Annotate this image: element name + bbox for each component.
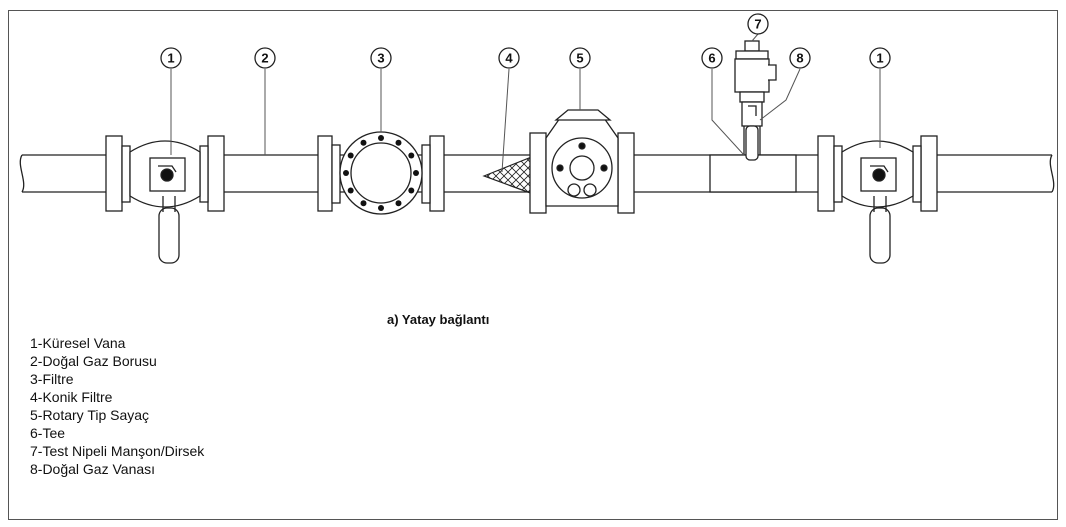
callout-circle xyxy=(498,47,520,69)
bolt-dot xyxy=(343,170,349,176)
bolt-dot xyxy=(408,187,415,194)
legend-item: 1-Küresel Vana xyxy=(30,335,126,351)
filter xyxy=(317,131,445,215)
callout-label: 3 xyxy=(377,51,384,66)
callout-label: 6 xyxy=(708,51,715,66)
callout-circle xyxy=(789,47,811,69)
callout-label: 1 xyxy=(167,51,174,66)
callout-label: 4 xyxy=(505,51,513,66)
callout-circle xyxy=(370,47,392,69)
rotary-meter xyxy=(529,109,635,214)
diagram-frame xyxy=(8,10,1058,520)
callouts xyxy=(160,13,891,69)
test-nipple-valve xyxy=(734,40,777,161)
ball-valve-right xyxy=(817,135,938,264)
callout-circle xyxy=(160,47,182,69)
callout-label: 8 xyxy=(796,51,803,66)
filter-bolts xyxy=(343,135,419,211)
callout-circle xyxy=(869,47,891,69)
bolt-dot xyxy=(347,187,354,194)
bolt-dot xyxy=(360,139,367,146)
bolt-dot xyxy=(413,170,419,176)
legend-item: 3-Filtre xyxy=(30,371,74,387)
legend-item: 8-Doğal Gaz Vanası xyxy=(30,461,156,477)
legend: 1-Küresel Vana 2-Doğal Gaz Borusu 3-Filt… xyxy=(30,334,204,478)
legend-item: 5-Rotary Tip Sayaç xyxy=(30,407,150,423)
bolt-dot xyxy=(360,200,367,207)
bolt-dot xyxy=(378,205,384,211)
legend-item: 2-Doğal Gaz Borusu xyxy=(30,353,157,369)
bolt-dot xyxy=(378,135,384,141)
bolt-dot xyxy=(408,152,415,159)
legend-item: 6-Tee xyxy=(30,425,66,441)
callout-circle xyxy=(569,47,591,69)
callout-label: 1 xyxy=(876,51,883,66)
callout-circle xyxy=(747,13,769,35)
legend-item: 7-Test Nipeli Manşon/Dirsek xyxy=(30,443,205,459)
diagram-caption: a) Yatay bağlantı xyxy=(387,312,490,327)
callout-circle xyxy=(701,47,723,69)
callout-label: 7 xyxy=(754,17,761,32)
legend-item: 4-Konik Filtre xyxy=(30,389,113,405)
leader-lines xyxy=(170,33,881,173)
callout-label: 2 xyxy=(261,51,268,66)
bolt-dot xyxy=(395,139,402,146)
bolt-dot xyxy=(347,152,354,159)
callout-circle xyxy=(254,47,276,69)
callout-label: 5 xyxy=(576,51,583,66)
tee xyxy=(709,118,797,193)
bolt-dot xyxy=(395,200,402,207)
ball-valve-left xyxy=(105,135,225,264)
